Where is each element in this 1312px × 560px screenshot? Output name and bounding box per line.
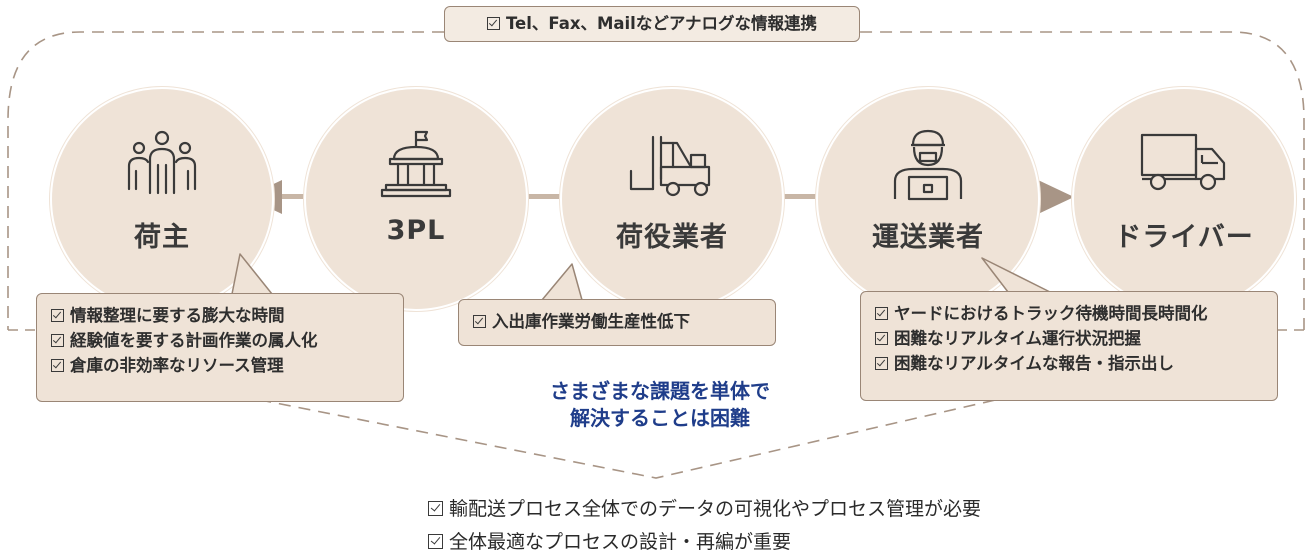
checkbox-icon [875,332,888,345]
list-item: 全体最適なプロセスの設計・再編が重要 [428,526,981,559]
building-flag-icon [380,130,452,198]
list-item: 困難なリアルタイムな報告・指示出し [875,351,1263,376]
note-carrier-issues: ヤードにおけるトラック待機時間長時間化 困難なリアルタイム運行状況把握 困難なリ… [860,291,1278,401]
checkbox-icon [875,357,888,370]
node-label: 荷主 [134,222,190,253]
list-item: ヤードにおけるトラック待機時間長時間化 [875,301,1263,326]
checkbox-icon [428,501,443,516]
checkbox-icon [486,17,500,30]
note-shipper-issues: 情報整理に要する膨大な時間 経験値を要する計画作業の属人化 倉庫の非効率なリソー… [36,293,404,402]
node-label: 3PL [386,215,446,246]
node-label: ドライバー [1114,222,1254,253]
checkbox-icon [428,534,443,549]
list-item: 困難なリアルタイム運行状況把握 [875,326,1263,351]
truck-icon [1140,133,1226,191]
node-3pl: 3PL [304,87,528,311]
node-label: 荷役業者 [616,222,728,253]
list-item: 入出庫作業労働生産性低下 [473,309,761,334]
center-message-line: 解決することは困難 [570,406,750,430]
list-item: 経験値を要する計画作業の属人化 [51,328,389,353]
checkbox-icon [51,359,64,372]
list-item: 情報整理に要する膨大な時間 [51,303,389,328]
checkbox-icon [875,307,888,320]
node-shipper: 荷主 [50,87,274,311]
top-issue-tag: Tel、Fax、Mailなどアナログな情報連携 [444,6,860,42]
arrow-right-icon [1038,180,1074,214]
note-handler-issues: 入出庫作業労働生産性低下 [458,299,776,346]
center-message: さまざまな課題を単体で 解決することは困難 [470,378,850,432]
node-driver: ドライバー [1072,87,1296,311]
worker-laptop-icon [893,129,963,201]
people-group-icon [127,130,197,195]
list-item: 倉庫の非効率なリソース管理 [51,353,389,378]
checkbox-icon [51,309,64,322]
node-label: 運送業者 [872,222,984,253]
top-issue-text: Tel、Fax、Mailなどアナログな情報連携 [505,14,818,33]
checkbox-icon [51,334,64,347]
node-cargo-handler: 荷役業者 [560,87,784,311]
conclusion-list: 輸配送プロセス全体でのデータの可視化やプロセス管理が必要 全体最適なプロセスの設… [428,493,981,559]
checkbox-icon [473,315,486,328]
center-message-line: さまざまな課題を単体で [550,379,770,403]
forklift-icon [629,135,711,197]
list-item: 輸配送プロセス全体でのデータの可視化やプロセス管理が必要 [428,493,981,526]
